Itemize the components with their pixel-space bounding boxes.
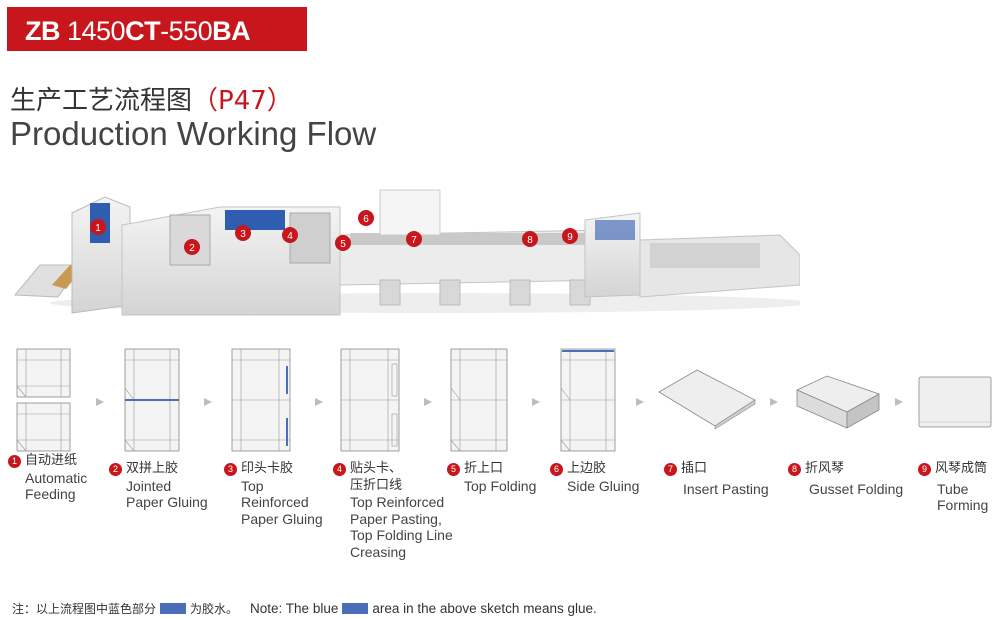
glue-note: 注：以上流程图中蓝色部分 为胶水。 Note: The blue area in… — [12, 600, 597, 617]
machine-marker-2: 2 — [189, 243, 195, 254]
step-en-label-line-1: Jointed — [126, 477, 172, 494]
model-ba: BA — [212, 16, 251, 46]
flow-arrow — [532, 398, 540, 406]
machine-marker-4: 4 — [287, 231, 293, 242]
step-5-label: 5 折上口 Top Folding — [447, 461, 536, 494]
step-en-label-line-3: Paper Gluing — [241, 510, 323, 527]
step-number: 4 — [333, 462, 346, 476]
sketch-automatic-feeding — [16, 348, 71, 452]
english-title: Production Working Flow — [10, 115, 377, 152]
step-6-label: 6 上边胶 Side Gluing — [550, 461, 639, 494]
step-cn-label: 插口 — [681, 461, 708, 476]
step-en-label-line-3: Top Folding Line — [350, 527, 453, 543]
glue-swatch — [160, 603, 187, 614]
step-number: 1 — [8, 454, 21, 468]
step-en-label-line-2: Forming — [937, 497, 989, 513]
step-en-label-line-1: Gusset Folding — [809, 480, 904, 497]
sketch-insert-pasting — [658, 369, 756, 430]
step-number: 9 — [918, 462, 931, 476]
step-2-label: 2 双拼上胶 Jointed Paper Gluing — [109, 461, 208, 511]
step-number: 8 — [788, 462, 801, 476]
step-en-label-line-1: Automatic — [25, 469, 88, 486]
step-en-label-line-1: Top Folding — [464, 477, 537, 494]
sketch-tube-forming — [918, 376, 992, 428]
sketch-top-reinforced-paper-pasting — [340, 348, 400, 452]
step-en-label-line-1: Tube — [937, 480, 969, 497]
model-ct: CT — [125, 16, 161, 46]
machine-marker-6: 6 — [363, 214, 369, 225]
step-en-label-line-2: Feeding — [25, 486, 76, 502]
note-en-after: area in the above sketch means glue. — [372, 601, 597, 616]
step-cn-label: 双拼上胶 — [126, 461, 179, 476]
chinese-title-text: 生产工艺流程图 — [10, 86, 193, 116]
step-cn-label-line-2: 压折口线 — [350, 477, 403, 493]
step-en-label-line-2: Paper Pasting, — [350, 510, 442, 527]
flow-arrow — [424, 398, 432, 406]
flow-arrow — [96, 398, 104, 406]
step-cn-label: 贴头卡、 — [350, 461, 403, 476]
step-cn-label: 折风琴 — [805, 461, 845, 476]
machine-marker-8: 8 — [527, 235, 533, 246]
step-4-label: 4 贴头卡、 压折口线 Top Reinforced Paper Pasting,… — [333, 461, 453, 560]
sketch-side-gluing — [560, 348, 616, 452]
step-cn-label: 自动进纸 — [25, 453, 78, 468]
step-number: 3 — [224, 462, 237, 476]
flow-arrow — [636, 398, 644, 406]
step-cn-label: 上边胶 — [567, 461, 607, 476]
glue-swatch — [342, 603, 369, 614]
step-en-label-line-1: Insert Pasting — [683, 480, 769, 497]
step-en-label-line-2: Reinforced — [241, 494, 309, 510]
step-cn-label: 风琴成筒 — [935, 461, 988, 476]
step-8-label: 8 折风琴 Gusset Folding — [788, 461, 903, 497]
step-cn-label: 印头卡胶 — [241, 461, 294, 476]
step-7-label: 7 插口 Insert Pasting — [664, 461, 769, 497]
step-number: 7 — [664, 462, 677, 476]
step-en-label-line-1: Top Reinforced — [350, 494, 445, 510]
step-3-label: 3 印头卡胶 Top Reinforced Paper Gluing — [224, 461, 323, 527]
flow-arrow — [895, 398, 903, 406]
step-en-label-line-1: Side Gluing — [567, 477, 640, 494]
sketch-jointed-paper-gluing — [124, 348, 180, 452]
model-name: ZB 1450CT-550BA — [25, 16, 251, 47]
machine-marker-1: 1 — [95, 223, 101, 234]
step-en-label-line-4: Creasing — [350, 543, 407, 560]
machine-marker-9: 9 — [567, 232, 573, 243]
step-number: 5 — [447, 462, 460, 476]
model-num2: -550 — [160, 16, 213, 46]
flow-arrow — [315, 398, 323, 406]
chinese-title: 生产工艺流程图（P47） — [10, 80, 293, 117]
machine-marker-3: 3 — [240, 229, 246, 240]
model-banner: ZB 1450CT-550BA — [7, 7, 307, 51]
step-en-label-line-1: Top — [241, 477, 264, 494]
machine-marker-7: 7 — [411, 235, 417, 246]
note-cn-before: 注：以上流程图中蓝色部分 — [12, 602, 157, 616]
step-1-label: 1 自动进纸 Automatic Feeding — [8, 453, 87, 503]
step-cn-label: 折上口 — [464, 461, 504, 476]
step-number: 6 — [550, 462, 563, 476]
machine-illustration: 1 2 3 4 5 6 7 8 9 — [13, 189, 800, 316]
flow-arrow — [204, 398, 212, 406]
step-9-label: 9 风琴成筒 Tube Forming — [918, 461, 988, 514]
note-cn-after: 为胶水。 — [190, 602, 239, 616]
note-en-before: Note: The blue — [250, 601, 339, 616]
step-en-label-line-2: Paper Gluing — [126, 494, 208, 510]
page-code: （P47） — [192, 86, 293, 116]
machine-marker-5: 5 — [340, 239, 346, 250]
sketch-gusset-folding — [796, 375, 880, 429]
model-prefix: ZB — [25, 16, 67, 46]
model-num1: 1450 — [67, 16, 126, 46]
sketch-top-reinforced-paper-gluing — [231, 348, 291, 452]
step-number: 2 — [109, 462, 122, 476]
sketch-top-folding — [450, 348, 508, 452]
flow-arrow — [770, 398, 778, 406]
